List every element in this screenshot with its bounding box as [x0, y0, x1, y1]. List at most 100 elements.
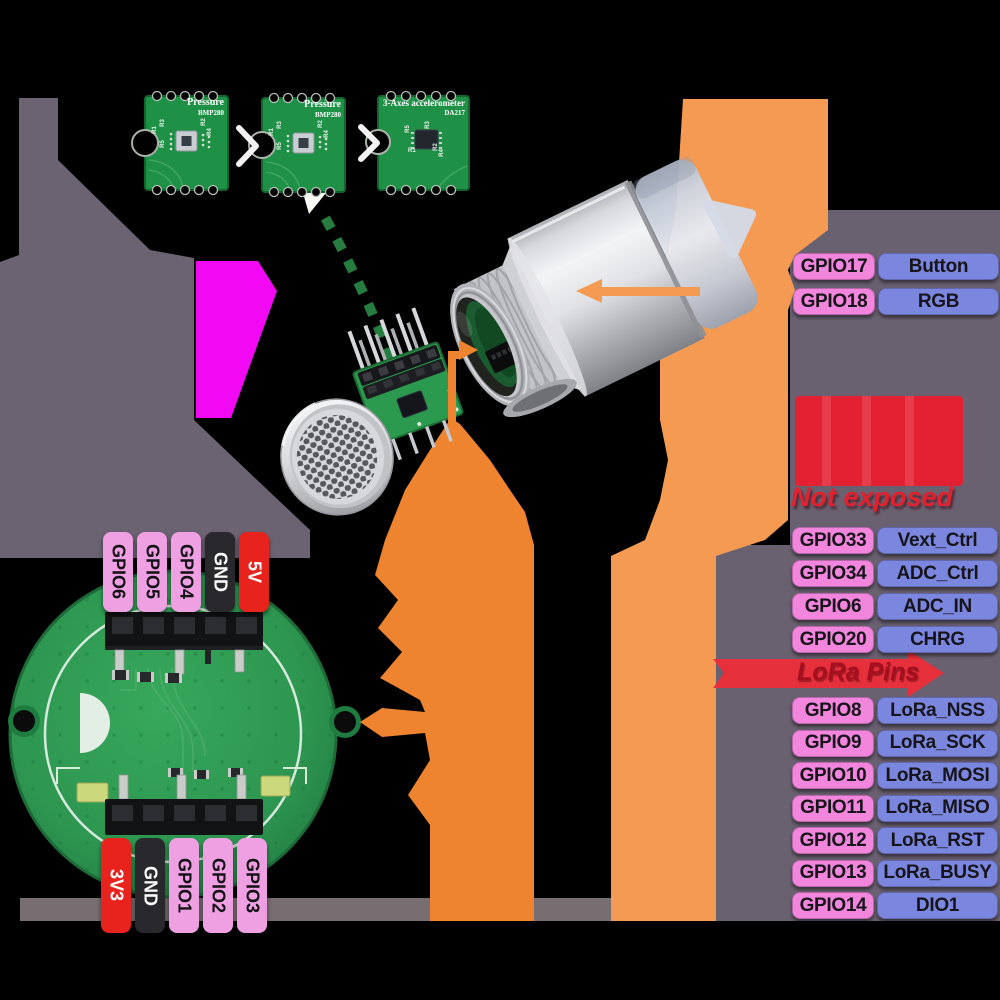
function-pill: LoRa_MOSI	[877, 762, 998, 789]
gpio-pill: GPIO34	[792, 560, 874, 587]
ref-label: R4	[323, 130, 330, 138]
function-pill: LoRa_NSS	[877, 697, 998, 724]
table-row: GPIO18 RGB	[793, 288, 999, 315]
chevron-arrow-1	[236, 125, 259, 167]
pin-label-gpio5: GPIO5	[137, 532, 167, 612]
ref-label: R1	[408, 148, 416, 154]
ref-label: R3	[159, 119, 166, 127]
gpio-pill: GPIO33	[792, 527, 874, 554]
module-board-pressure-2	[248, 92, 346, 198]
function-pill: LoRa_MISO	[877, 794, 998, 822]
table-row: GPIO34 ADC_Ctrl	[792, 560, 998, 587]
gpio-pill: GPIO13	[792, 859, 874, 887]
lora-arrow-band	[713, 650, 944, 697]
orange-board-arrowhead	[360, 708, 384, 736]
magenta-callout	[196, 261, 277, 418]
perforated-cap	[280, 398, 394, 516]
gpio-pill: GPIO18	[793, 288, 875, 315]
board-label-accelerometer: 3-Axes accelerometer DA217 R5 R3 R1 R2 R…	[378, 96, 469, 190]
board-label-pressure-1: Pressure BMP280 R3 R1 R5 R2 R4	[145, 96, 228, 190]
function-pill: DIO1	[877, 892, 998, 919]
gpio-pill: GPIO9	[792, 729, 874, 757]
ref-label: R2	[317, 120, 324, 128]
function-pill: LoRa_SCK	[877, 729, 998, 757]
gpio-pill: GPIO6	[792, 593, 874, 620]
round-baseboard	[8, 569, 361, 899]
orange-body-arrow	[576, 279, 700, 303]
loose-ring	[503, 378, 577, 418]
gpio-pill: GPIO10	[792, 762, 874, 789]
table-row: GPIO14 DIO1	[792, 892, 998, 919]
table-row: GPIO17 Button	[793, 253, 999, 280]
pin-label-gpio2: GPIO2	[203, 838, 233, 933]
pin-label-gpio4: GPIO4	[171, 532, 201, 612]
orange-elbow-arrow	[448, 340, 478, 424]
ref-label: R5	[276, 142, 283, 150]
lora-pins-heading: LoRa Pins	[797, 658, 920, 686]
ref-label: R3	[276, 121, 283, 129]
gpio-pill: GPIO17	[793, 253, 875, 280]
function-pill: Button	[878, 253, 999, 280]
table-row: GPIO10 LoRa_MOSI	[792, 762, 998, 789]
lora-pin-table: GPIO8 LoRa_NSS GPIO9 LoRa_SCK GPIO10 LoR…	[792, 697, 998, 919]
table-row: GPIO8 LoRa_NSS	[792, 697, 998, 724]
capacitor-left	[76, 782, 109, 803]
not-exposed-heading: Not exposed	[791, 482, 954, 512]
pin-label-5v: 5V	[239, 532, 269, 612]
board-label-pressure-2: Pressure BMP280 R3 R1 R5 R2 R4	[262, 98, 345, 192]
ref-label: R4	[206, 128, 213, 136]
not-exposed-block	[795, 396, 963, 486]
board-title: Pressure	[187, 97, 224, 108]
module-board-pressure-1	[131, 90, 229, 196]
board-subtitle: BMP280	[197, 109, 224, 117]
top-pin-labels: GPIO6 GPIO5 GPIO4 GND 5V	[103, 532, 269, 612]
board-subtitle: BMP280	[314, 111, 341, 119]
io-pin-table: GPIO17 Button GPIO18 RGB	[793, 253, 999, 315]
ref-label: R2	[200, 118, 207, 126]
gpio-pill: GPIO14	[792, 892, 874, 919]
gpio-pill: GPIO12	[792, 827, 874, 854]
table-row: GPIO33 Vext_Ctrl	[792, 527, 998, 554]
half-moon-silk	[80, 693, 110, 753]
smd-components	[112, 670, 243, 779]
gpio-pill: GPIO11	[792, 794, 874, 822]
pin-label-gpio3: GPIO3	[237, 838, 267, 933]
pin-label-3v3: 3V3	[101, 838, 131, 933]
board-title: 3-Axes accelerometer	[382, 98, 465, 108]
pin-label-gnd-bottom: GND	[135, 838, 165, 933]
table-row: GPIO13 LoRa_BUSY	[792, 859, 998, 887]
table-row: GPIO12 LoRa_RST	[792, 827, 998, 854]
function-pill: LoRa_RST	[877, 827, 998, 854]
ref-label: R1	[268, 128, 275, 136]
cylinder-interior	[456, 301, 520, 388]
function-pill: ADC_Ctrl	[877, 560, 998, 587]
function-pill: RGB	[878, 288, 999, 315]
sensor-pcb	[347, 307, 464, 461]
ref-label: R5	[404, 125, 411, 133]
left-shadow-panel	[0, 98, 310, 558]
function-pill: Vext_Ctrl	[877, 527, 998, 554]
board-subtitle: DA217	[444, 109, 465, 117]
cap-nub	[703, 199, 757, 259]
table-row: GPIO6 ADC_IN	[792, 593, 998, 620]
ref-label: R3	[424, 121, 431, 129]
system-pin-table: GPIO33 Vext_Ctrl GPIO34 ADC_Ctrl GPIO6 A…	[792, 527, 998, 653]
gpio-pill: GPIO8	[792, 697, 874, 724]
pin-label-gnd-top: GND	[205, 532, 235, 612]
board-title: Pressure	[304, 99, 341, 110]
table-row: GPIO20 CHRG	[792, 626, 998, 653]
table-row: GPIO9 LoRa_SCK	[792, 729, 998, 757]
function-pill: ADC_IN	[877, 593, 998, 620]
ref-label: R5	[159, 140, 166, 148]
pin-label-gpio1: GPIO1	[169, 838, 199, 933]
orange-funnel-center	[360, 418, 534, 921]
ref-label: R1	[151, 126, 158, 134]
capacitor-right	[260, 775, 291, 797]
ref-label: R4	[438, 149, 445, 157]
chevron-arrow-2	[358, 124, 380, 162]
table-row: GPIO11 LoRa_MISO	[792, 794, 998, 822]
pin-label-gpio6: GPIO6	[103, 532, 133, 612]
function-pill: CHRG	[877, 626, 998, 653]
